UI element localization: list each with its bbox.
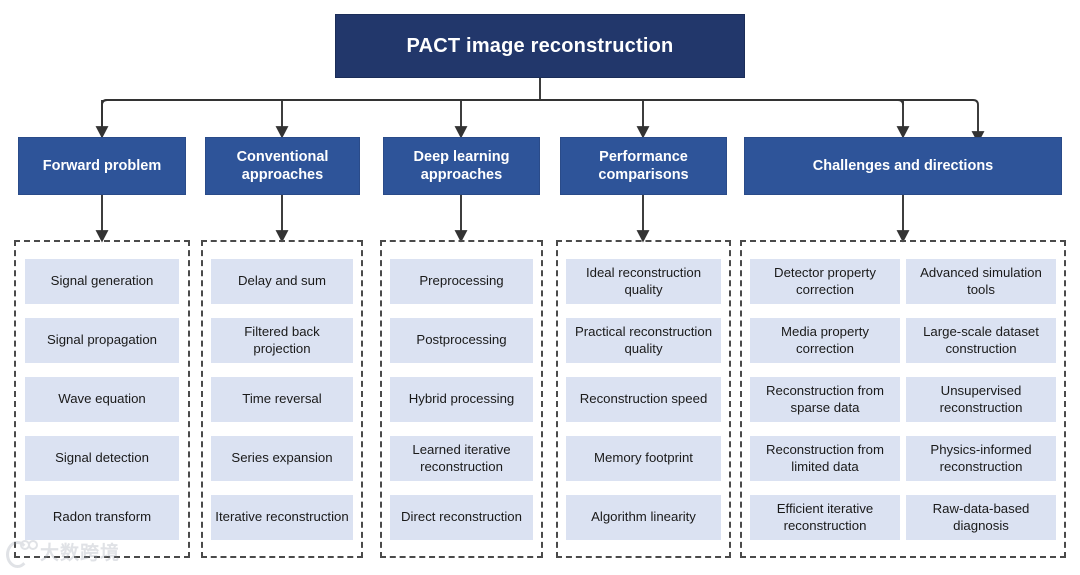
item-box[interactable]: Physics-informed reconstruction	[906, 436, 1056, 481]
item-box[interactable]: Ideal reconstruction quality	[566, 259, 721, 304]
item-box[interactable]: Filtered back projection	[211, 318, 353, 363]
category-header-conventional-approaches[interactable]: Conventional approaches	[205, 137, 360, 195]
group-box-performance-comparisons	[556, 240, 731, 558]
item-box[interactable]: Algorithm linearity	[566, 495, 721, 540]
item-box[interactable]: Reconstruction from sparse data	[750, 377, 900, 422]
item-box[interactable]: Signal propagation	[25, 318, 179, 363]
item-box[interactable]: Hybrid processing	[390, 377, 533, 422]
category-header-performance-comparisons[interactable]: Performance comparisons	[560, 137, 727, 195]
category-header-challenges-and-directions[interactable]: Challenges and directions	[744, 137, 1062, 195]
item-box[interactable]: Preprocessing	[390, 259, 533, 304]
category-header-deep-learning-approaches[interactable]: Deep learning approaches	[383, 137, 540, 195]
item-box[interactable]: Direct reconstruction	[390, 495, 533, 540]
item-box[interactable]: Iterative reconstruction	[211, 495, 353, 540]
item-box[interactable]: Raw-data-based diagnosis	[906, 495, 1056, 540]
item-box[interactable]: Unsupervised reconstruction	[906, 377, 1056, 422]
item-box[interactable]: Series expansion	[211, 436, 353, 481]
item-box[interactable]: Media property correction	[750, 318, 900, 363]
page-title: PACT image reconstruction	[335, 14, 745, 78]
item-box[interactable]: Wave equation	[25, 377, 179, 422]
item-box[interactable]: Learned iterative reconstruction	[390, 436, 533, 481]
group-box-deep-learning-approaches	[380, 240, 543, 558]
item-box[interactable]: Time reversal	[211, 377, 353, 422]
item-box[interactable]: Reconstruction from limited data	[750, 436, 900, 481]
item-box[interactable]: Efficient iterative reconstruction	[750, 495, 900, 540]
item-box[interactable]: Large-scale dataset construction	[906, 318, 1056, 363]
item-box[interactable]: Signal detection	[25, 436, 179, 481]
item-box[interactable]: Delay and sum	[211, 259, 353, 304]
item-box[interactable]: Radon transform	[25, 495, 179, 540]
group-box-forward-problem	[14, 240, 190, 558]
item-box[interactable]: Signal generation	[25, 259, 179, 304]
item-box[interactable]: Memory footprint	[566, 436, 721, 481]
item-box[interactable]: Detector property correction	[750, 259, 900, 304]
item-box[interactable]: Reconstruction speed	[566, 377, 721, 422]
item-box[interactable]: Advanced simulation tools	[906, 259, 1056, 304]
item-box[interactable]: Postprocessing	[390, 318, 533, 363]
group-box-conventional-approaches	[201, 240, 363, 558]
category-header-forward-problem[interactable]: Forward problem	[18, 137, 186, 195]
group-box-challenges-and-directions	[740, 240, 1066, 558]
item-box[interactable]: Practical reconstruction quality	[566, 318, 721, 363]
